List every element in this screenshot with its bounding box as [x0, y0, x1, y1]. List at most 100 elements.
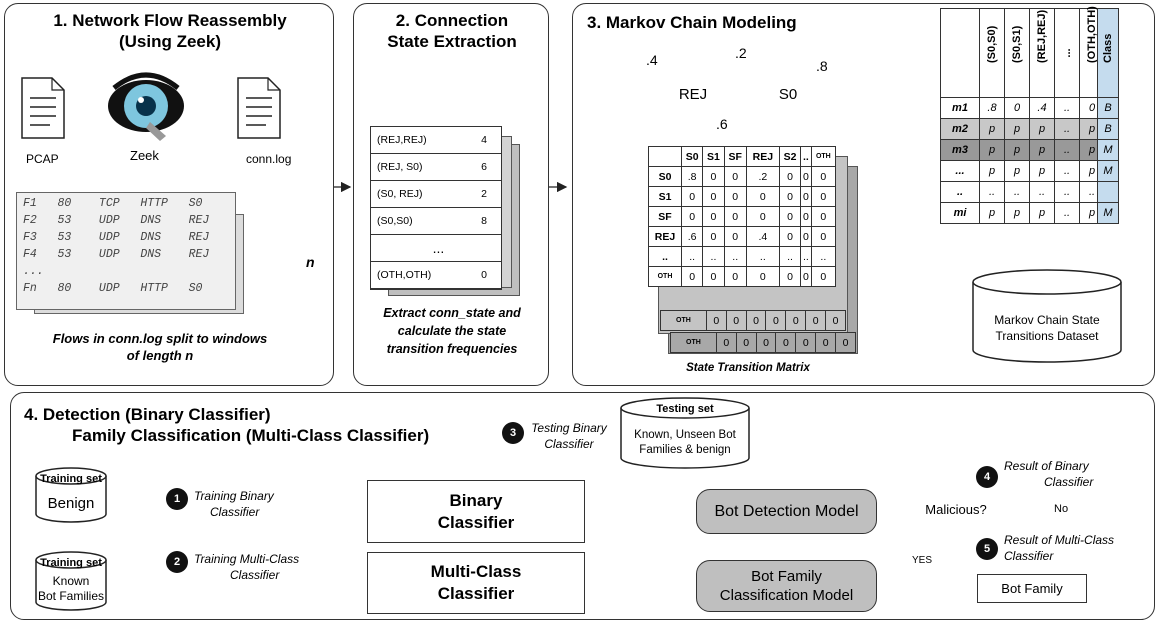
training-known-label: Known Bot Families	[37, 574, 105, 603]
dataset-cell: p	[1004, 139, 1030, 161]
matrix-row-label: S0	[648, 166, 682, 187]
testing-set-cylinder	[620, 397, 750, 469]
panel3-title: 3. Markov Chain Modeling	[587, 13, 797, 32]
matrix-row-label: OTH	[648, 266, 682, 287]
step1-label: Training Binary Classifier	[194, 489, 274, 519]
state-rej-label: REJ	[678, 86, 708, 103]
zeek-label: Zeek	[130, 148, 159, 163]
matrix-cell: ..	[723, 246, 747, 267]
state-pair-count: 2	[467, 180, 501, 208]
dataset-cell: ..	[979, 181, 1005, 203]
edge-s0-rej: .6	[716, 116, 728, 132]
dataset-cell: p	[1029, 202, 1055, 224]
state-pair-row: (S0,S0)8	[371, 207, 501, 235]
bot-detection-model: Bot Detection Model	[696, 489, 877, 534]
state-pair: (REJ, S0)	[371, 153, 468, 181]
state-pair-row: (OTH,OTH)0	[371, 261, 501, 289]
matrix-header: S1	[702, 146, 725, 167]
matrix-row-label: REJ	[648, 226, 682, 247]
matrix-cell: 0	[745, 266, 780, 287]
matrix-row-label: S1	[648, 186, 682, 207]
state-pair: (S0,S0)	[371, 207, 468, 235]
matrix-header: ..	[800, 146, 812, 167]
dataset-cell: ..	[1054, 181, 1080, 203]
step1-badge: 1	[166, 488, 188, 510]
multi-class-classifier-box: Multi-Class Classifier	[367, 552, 585, 614]
panel2-caption: Extract conn_state and calculate the sta…	[383, 306, 521, 356]
step4-label: Result of Binary Classifier	[1004, 459, 1094, 489]
dataset-row-label: m1	[940, 97, 980, 119]
state-pair: (OTH,OTH)	[371, 261, 468, 289]
state-pair-row: ...	[371, 234, 501, 262]
state-pair: ...	[371, 234, 501, 262]
matrix-header: SF	[723, 146, 747, 167]
bot-family-classification-model: Bot Family Classification Model	[696, 560, 877, 612]
dataset-cylinder	[972, 269, 1122, 363]
decision-label: Malicious?	[925, 502, 987, 517]
dataset-cell: ..	[1054, 139, 1080, 161]
log-row: F2 53 UDP DNS REJ	[23, 214, 210, 227]
step2-label: Training Multi-Class Classifier	[194, 552, 300, 582]
dataset-cell: .8	[979, 97, 1005, 119]
state-s0-label: S0	[778, 86, 798, 103]
matrix-cell: .6	[680, 226, 704, 247]
matrix-row-label: SF	[648, 206, 682, 227]
dataset-cell: p	[1029, 160, 1055, 182]
class-value: B	[1097, 97, 1119, 119]
n-label: n	[306, 254, 315, 270]
bot-family-output: Bot Family	[977, 574, 1087, 603]
step4-badge: 4	[976, 466, 998, 488]
matrix-cell: 0	[800, 266, 812, 287]
dataset-cell: p	[979, 160, 1005, 182]
matrix-back-cell: 0	[785, 310, 807, 331]
matrix-back-cell: 0	[755, 332, 777, 353]
matrix-cell: 0	[702, 186, 725, 207]
dataset-cell: p	[1004, 202, 1030, 224]
dataset-cell: p	[979, 118, 1005, 140]
matrix-back-cell: OTH	[670, 332, 717, 353]
dataset-row-label: ..	[940, 181, 980, 203]
pcap-file-icon	[21, 77, 65, 139]
matrix-cell: 0	[680, 266, 704, 287]
matrix-cell: 0	[778, 166, 802, 187]
matrix-cell: 0	[723, 166, 747, 187]
matrix-header: S0	[680, 146, 704, 167]
testing-set-label: Known, Unseen Bot Families & benign	[634, 429, 736, 456]
matrix-cell: 0	[778, 266, 802, 287]
matrix-back-cell: 0	[825, 310, 846, 331]
connlog-label: conn.log	[246, 152, 292, 166]
matrix-cell: 0	[800, 166, 812, 187]
edge-rej-s0: .2	[735, 45, 747, 61]
matrix-cell: 0	[810, 186, 837, 207]
matrix-header: OTH	[810, 146, 837, 167]
dataset-cell: p	[1029, 139, 1055, 161]
dataset-header: (S0,S1)	[1004, 8, 1030, 98]
log-row: F1 80 TCP HTTP S0	[23, 197, 203, 210]
class-value: B	[1097, 118, 1119, 140]
dataset-cell: p	[1004, 160, 1030, 182]
matrix-cell: 0	[810, 206, 837, 227]
state-pair-row: (REJ, S0)6	[371, 153, 501, 181]
step2-badge: 2	[166, 551, 188, 573]
matrix-back-cell: 0	[805, 310, 827, 331]
state-pair-row: (S0, REJ)2	[371, 180, 501, 208]
matrix-cell: ..	[702, 246, 725, 267]
dataset-header: ...	[1054, 8, 1080, 98]
training-benign-cylinder	[35, 467, 107, 523]
matrix-cell: 0	[680, 206, 704, 227]
dataset-cell: ..	[1054, 118, 1080, 140]
dataset-row-label: m2	[940, 118, 980, 140]
dataset-header: (REJ,REJ)	[1029, 8, 1055, 98]
edge-rej-self: .4	[646, 52, 658, 68]
matrix-cell: ..	[680, 246, 704, 267]
matrix-back-cell: 0	[775, 332, 797, 353]
matrix-back-cell: 0	[745, 310, 767, 331]
panel2-title: 2. Connection State Extraction	[387, 11, 517, 51]
matrix-back-cell: 0	[795, 332, 817, 353]
matrix-cell: 0	[723, 186, 747, 207]
